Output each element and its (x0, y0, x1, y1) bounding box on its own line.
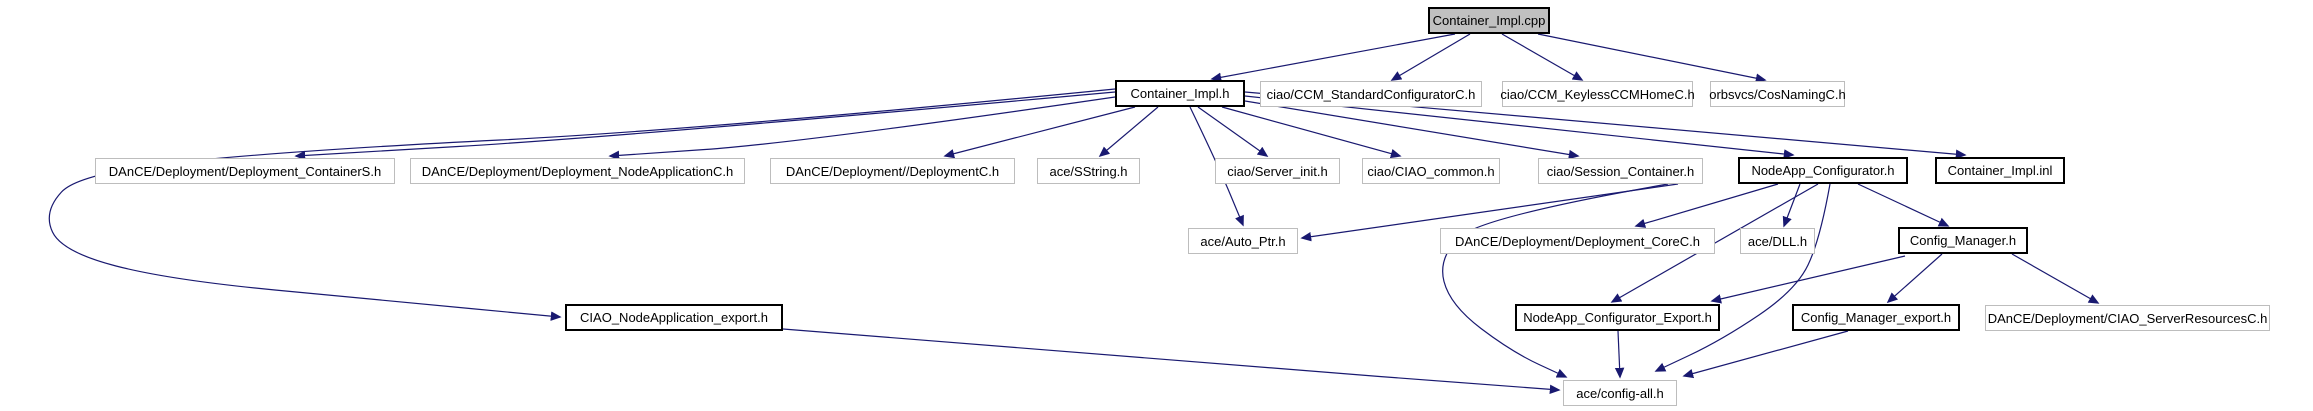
edge-container_impl_h-to-deployment_nodeapplicationc (608, 96, 1116, 161)
graph-node-container_impl_inl[interactable]: Container_Impl.inl (1935, 157, 2065, 184)
edge-container_impl_h-to-deploymentc (943, 106, 1136, 159)
edge-config_manager-to-ciao_serverresourcesc (2011, 253, 2100, 304)
graph-node-ciao_nodeapplication_export[interactable]: CIAO_NodeApplication_export.h (565, 304, 783, 331)
graph-node-dll[interactable]: ace/DLL.h (1740, 228, 1815, 254)
edge-nodeapp_configurator_export-to-config_all (1614, 330, 1625, 379)
graph-node-ciao_common[interactable]: ciao/CIAO_common.h (1362, 158, 1500, 184)
edge-container_impl_h-to-session_container (1244, 100, 1580, 160)
graph-node-ccm_keyless_ccm_home[interactable]: ciao/CCM_KeylessCCMHomeC.h (1500, 81, 1695, 107)
graph-node-ciao_serverresourcesc[interactable]: DAnCE/Deployment/CIAO_ServerResourcesC.h (1985, 305, 2270, 331)
graph-node-nodeapp_configurator[interactable]: NodeApp_Configurator.h (1738, 157, 1908, 184)
graph-node-deployment_corec[interactable]: DAnCE/Deployment/Deployment_CoreC.h (1440, 228, 1715, 254)
graph-node-container_impl_h[interactable]: Container_Impl.h (1115, 80, 1245, 107)
graph-node-ccm_standard_configurator[interactable]: ciao/CCM_StandardConfiguratorC.h (1260, 81, 1482, 107)
graph-node-sstring[interactable]: ace/SString.h (1037, 158, 1140, 184)
graph-node-nodeapp_configurator_export[interactable]: NodeApp_Configurator_Export.h (1515, 304, 1720, 331)
edge-container_impl_cpp-to-ccm_standard_configurator (1390, 33, 1471, 81)
graph-node-auto_ptr[interactable]: ace/Auto_Ptr.h (1188, 228, 1298, 254)
graph-node-deployment_containers[interactable]: DAnCE/Deployment/Deployment_ContainerS.h (95, 158, 395, 184)
edge-config_manager-to-config_manager_export (1886, 253, 1943, 304)
edge-nodeapp_configurator-to-deployment_corec (1634, 183, 1779, 228)
edge-nodeapp_configurator-to-nodeapp_configurator_export (1610, 183, 1819, 303)
edge-config_manager-to-nodeapp_configurator_export (1710, 255, 1906, 304)
edge-nodeapp_configurator-to-config_all (1654, 183, 1831, 372)
graph-node-config_manager_export[interactable]: Config_Manager_export.h (1792, 304, 1960, 331)
edge-container_impl_h-to-server_init (1197, 106, 1269, 157)
edge-container_impl_cpp-to-ccm_keyless_ccm_home (1501, 33, 1584, 81)
edge-nodeapp_configurator-to-dll (1782, 183, 1801, 228)
graph-node-container_impl_cpp: Container_Impl.cpp (1428, 7, 1550, 34)
graph-node-config_manager[interactable]: Config_Manager.h (1898, 227, 2028, 254)
edge-nodeapp_configurator-to-config_manager (1857, 183, 1950, 227)
edge-config_manager_export-to-config_all (1682, 330, 1849, 379)
edge-session_container-to-config_all (1442, 183, 1669, 378)
graph-node-deployment_nodeapplicationc[interactable]: DAnCE/Deployment/Deployment_NodeApplicat… (410, 158, 745, 184)
edge-container_impl_h-to-ciao_common (1221, 106, 1402, 159)
graph-node-cos_naming[interactable]: orbsvcs/CosNamingC.h (1709, 81, 1846, 107)
edge-container_impl_h-to-ciao_nodeapplication_export (48, 88, 1116, 321)
edge-container_impl_cpp-to-cos_naming (1537, 33, 1767, 83)
edge-container_impl_cpp-to-container_impl_h (1210, 33, 1456, 83)
edge-container_impl_h-to-deployment_containers (294, 91, 1116, 161)
graph-node-deploymentc[interactable]: DAnCE/Deployment//DeploymentC.h (770, 158, 1015, 184)
edge-container_impl_h-to-sstring (1098, 106, 1159, 158)
edge-session_container-to-auto_ptr (1300, 183, 1679, 242)
graph-node-session_container[interactable]: ciao/Session_Container.h (1538, 158, 1703, 184)
graph-node-config_all[interactable]: ace/config-all.h (1563, 380, 1677, 406)
edge-ciao_nodeapplication_export-to-config_all (782, 328, 1561, 395)
graph-node-server_init[interactable]: ciao/Server_init.h (1215, 158, 1340, 184)
